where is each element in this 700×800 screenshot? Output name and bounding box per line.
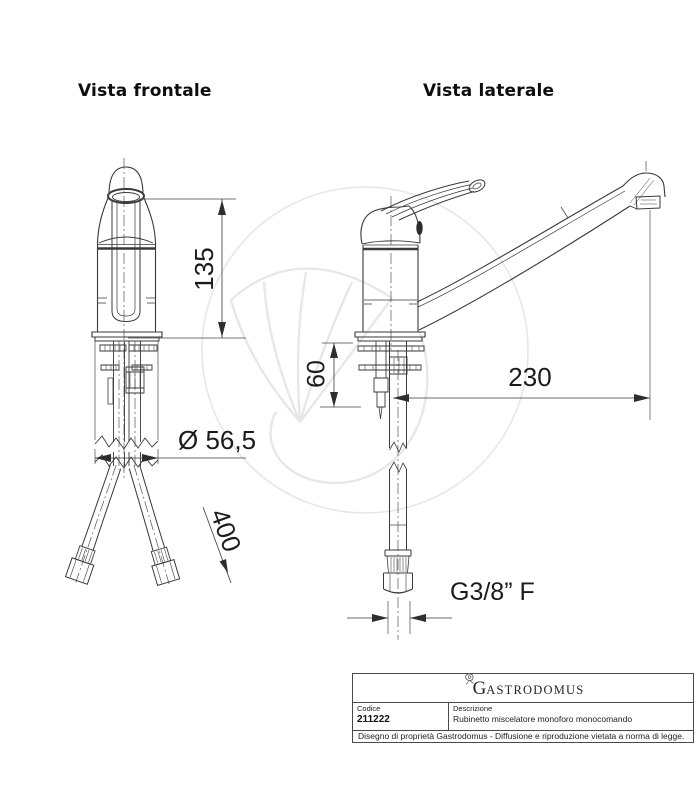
dim-spout-reach-label: 230	[508, 362, 551, 392]
left-supply-hose	[64, 464, 122, 585]
title-block-data-row: Codice 211222 Descrizione Rubinetto misc…	[353, 703, 693, 731]
dim-connection-thread: G3/8” F	[347, 578, 535, 634]
watermark-rose	[201, 186, 529, 514]
dim-under-counter-height-label: 60	[303, 360, 331, 388]
rose-sketch-icon	[464, 673, 474, 685]
handle-indicator-dot	[416, 221, 423, 235]
brand-initial: G	[472, 677, 487, 699]
dim-under-counter-height: 60	[303, 342, 361, 408]
right-supply-hose	[128, 464, 181, 586]
dim-front-height-label: 135	[189, 247, 219, 290]
dim-front-height: 135	[128, 198, 246, 339]
front-view-drawing: 135 Ø 56,5 400	[64, 158, 256, 586]
dim-spout-reach: 230	[393, 362, 650, 402]
code-label: Codice	[357, 704, 381, 713]
dim-base-diameter: Ø 56,5	[95, 425, 256, 462]
side-view-drawing: 60 230 G3/8” F	[303, 161, 666, 640]
dim-base-diameter-label: Ø 56,5	[178, 425, 256, 455]
brand-name: ASTRODOMUS	[486, 682, 585, 697]
code-cell: Codice 211222	[353, 703, 449, 730]
description-value: Rubinetto miscelatore monoforo monocoman…	[453, 714, 633, 724]
legal-notice: Disegno di proprietà Gastrodomus - Diffu…	[358, 731, 685, 741]
front-view-title: Vista frontale	[78, 81, 212, 101]
title-block-legal-row: Disegno di proprietà Gastrodomus - Diffu…	[353, 731, 693, 743]
dim-connection-thread-label: G3/8” F	[450, 578, 535, 606]
side-view-title: Vista laterale	[423, 81, 555, 101]
description-cell: Descrizione Rubinetto miscelatore monofo…	[449, 703, 693, 730]
dim-hose-length-label: 400	[204, 505, 247, 556]
dim-hose-length: 400	[202, 505, 248, 584]
code-value: 211222	[357, 714, 390, 725]
description-label: Descrizione	[453, 704, 493, 713]
